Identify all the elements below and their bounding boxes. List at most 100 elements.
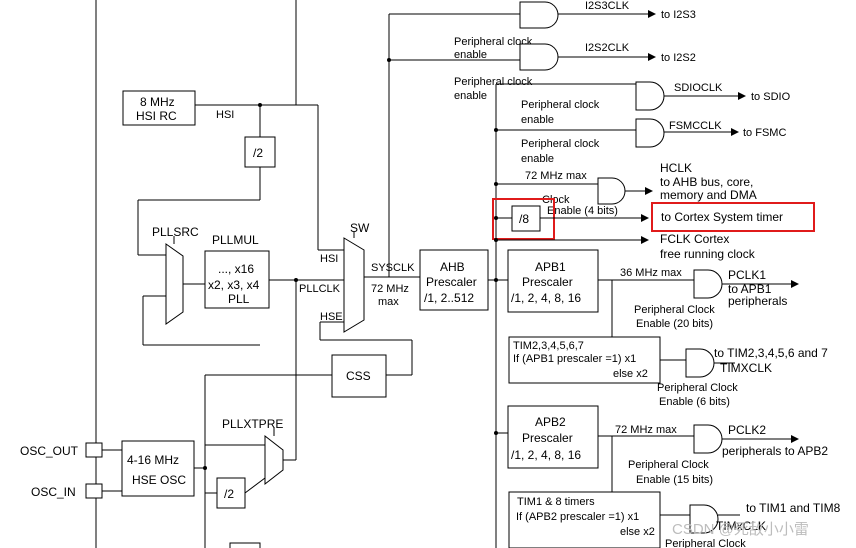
tim1-label-1: TIM1 & 8 timers bbox=[517, 496, 595, 508]
apb2-prescaler-box bbox=[507, 405, 599, 469]
apb2-div-label: /1, 2, 4, 8, 16 bbox=[511, 448, 581, 462]
lower-box-stub bbox=[229, 542, 261, 548]
apb2-label: APB2 bbox=[535, 415, 566, 429]
sw-hsi-label: HSI bbox=[320, 253, 338, 265]
css-box bbox=[331, 354, 387, 398]
pclk1-and-gate bbox=[693, 269, 723, 299]
apb2-enable-label-2: Enable (15 bits) bbox=[636, 474, 713, 486]
tim1-multiplier-box bbox=[508, 491, 661, 548]
osc-out-label: OSC_OUT bbox=[20, 444, 79, 458]
hsi-div2-box bbox=[244, 136, 276, 168]
tim2-label-2: If (APB1 prescaler =1) x1 bbox=[513, 353, 636, 365]
fsmc-enable-label-2: enable bbox=[521, 153, 554, 165]
hse-label: HSE bbox=[320, 311, 343, 323]
to-cortex-timer-label: to Cortex System timer bbox=[661, 210, 783, 224]
fclk-label-2: free running clock bbox=[660, 247, 756, 261]
sw-label: SW bbox=[350, 221, 370, 235]
to-i2s3-label: to I2S3 bbox=[661, 9, 696, 21]
hse-osc-box bbox=[121, 440, 195, 497]
osc-out-pin bbox=[85, 442, 103, 458]
watermark-text: CSDN @死敌小小雷 bbox=[672, 521, 809, 538]
hclk-dest-1: to AHB bus, core, bbox=[660, 175, 753, 189]
ahb-label-3: /1, 2..512 bbox=[424, 291, 474, 305]
pclk2-label: PCLK2 bbox=[728, 423, 766, 437]
ahb-label-1: AHB bbox=[440, 260, 465, 274]
to-fsmc-label: to FSMC bbox=[743, 127, 786, 139]
tim1-and-gate bbox=[689, 504, 719, 534]
clock-enable-label-2: Enable (4 bits) bbox=[547, 205, 618, 217]
sysclk-label: SYSCLK bbox=[371, 262, 415, 274]
sysclk-max-1: 72 MHz bbox=[371, 283, 409, 295]
apb1-max-label: 36 MHz max bbox=[620, 267, 682, 279]
pll-label-3: PLL bbox=[228, 292, 250, 306]
i2s-enable-label-2: enable bbox=[454, 49, 487, 61]
pclk2-and-gate bbox=[693, 424, 723, 454]
hclk-label: HCLK bbox=[660, 161, 692, 175]
pll-label-2: x2, x3, x4 bbox=[208, 278, 260, 292]
hse-osc-label-2: HSE OSC bbox=[132, 473, 186, 487]
hsi-rc-box bbox=[122, 90, 196, 126]
to-sdio-label: to SDIO bbox=[751, 91, 791, 103]
cortex-timer-highlight-box bbox=[651, 202, 815, 232]
sdioclk-label: SDIOCLK bbox=[674, 82, 723, 94]
i2s2-enable-label-2: enable bbox=[454, 90, 487, 102]
pllsrc-mux bbox=[165, 243, 184, 325]
pllxtpre-mux bbox=[264, 434, 284, 486]
tim2-label-3: else x2 bbox=[613, 368, 648, 380]
apb1-enable-label-1: Peripheral Clock bbox=[634, 304, 715, 316]
fsmc-and-gate bbox=[635, 118, 665, 148]
to-i2s2-label: to I2S2 bbox=[661, 52, 696, 64]
apb2-prescaler-label: Prescaler bbox=[522, 431, 573, 445]
pllsrc-label: PLLSRC bbox=[152, 225, 199, 239]
hclk-and-gate bbox=[597, 177, 626, 205]
tim2-multiplier-box bbox=[508, 336, 661, 384]
to-tim2-label: to TIM2,3,4,5,6 and 7 bbox=[714, 346, 828, 360]
apb1-div-label: /1, 2, 4, 8, 16 bbox=[511, 291, 581, 305]
to-apb1-label-2: peripherals bbox=[728, 294, 787, 308]
tim2-enable-label-1: Peripheral Clock bbox=[657, 382, 738, 394]
apb2-enable-label-1: Peripheral Clock bbox=[628, 459, 709, 471]
hse-div2-label: /2 bbox=[224, 487, 234, 501]
clock-enable-label-1: Clock bbox=[542, 194, 570, 206]
apb1-prescaler-label: Prescaler bbox=[522, 275, 573, 289]
pll-box bbox=[204, 250, 270, 309]
tim1-label-2: If (APB2 prescaler =1) x1 bbox=[516, 511, 639, 523]
osc-in-label: OSC_IN bbox=[31, 485, 76, 499]
ahb-label-2: Prescaler bbox=[426, 275, 477, 289]
i2s-enable-label-1: Peripheral clock bbox=[454, 36, 533, 48]
apb1-enable-label-2: Enable (20 bits) bbox=[636, 318, 713, 330]
sw-mux bbox=[343, 237, 365, 333]
tim2-label-1: TIM2,3,4,5,6,7 bbox=[513, 340, 584, 352]
tim2-enable-label-2: Enable (6 bits) bbox=[659, 396, 730, 408]
i2s2-and-gate bbox=[519, 43, 559, 71]
sysclk-max-2: max bbox=[378, 296, 399, 308]
hsi-rc-label-1: 8 MHz bbox=[140, 95, 175, 109]
osc-in-pin bbox=[85, 483, 103, 499]
tim1-enable-label: Peripheral Clock bbox=[665, 538, 746, 548]
pllmul-label: PLLMUL bbox=[212, 233, 259, 247]
i2s3clk-label: I2S3CLK bbox=[585, 0, 630, 12]
pllclk-label: PLLCLK bbox=[299, 283, 341, 295]
pll-label-1: ..., x16 bbox=[218, 262, 254, 276]
fsmcclk-label: FSMCCLK bbox=[669, 120, 722, 132]
tim1-timxclk-label: TIMxCLK bbox=[716, 519, 766, 533]
timxclk-label: TIMXCLK bbox=[720, 361, 772, 375]
hse-osc-label-1: 4-16 MHz bbox=[127, 453, 179, 467]
div8-prescaler-box bbox=[511, 205, 541, 232]
tim2-and-gate bbox=[685, 348, 715, 378]
sdio-enable-label-2: enable bbox=[521, 114, 554, 126]
hsi-rc-label-2: HSI RC bbox=[136, 109, 177, 123]
ahb-prescaler-box bbox=[419, 249, 489, 311]
i2s2clk-label: I2S2CLK bbox=[585, 42, 630, 54]
sdio-and-gate bbox=[635, 81, 665, 111]
sdio-enable-label-1: Peripheral clock bbox=[521, 99, 600, 111]
fsmc-enable-label-1: Peripheral clock bbox=[521, 138, 600, 150]
hclk-dest-2: memory and DMA bbox=[660, 188, 757, 202]
pclk1-label: PCLK1 bbox=[728, 268, 766, 282]
hsi-line-label: HSI bbox=[216, 109, 234, 121]
apb1-prescaler-box bbox=[507, 249, 599, 313]
css-label: CSS bbox=[346, 369, 371, 383]
to-tim1-label: to TIM1 and TIM8 bbox=[746, 501, 841, 515]
to-apb1-label-1: to APB1 bbox=[728, 282, 772, 296]
